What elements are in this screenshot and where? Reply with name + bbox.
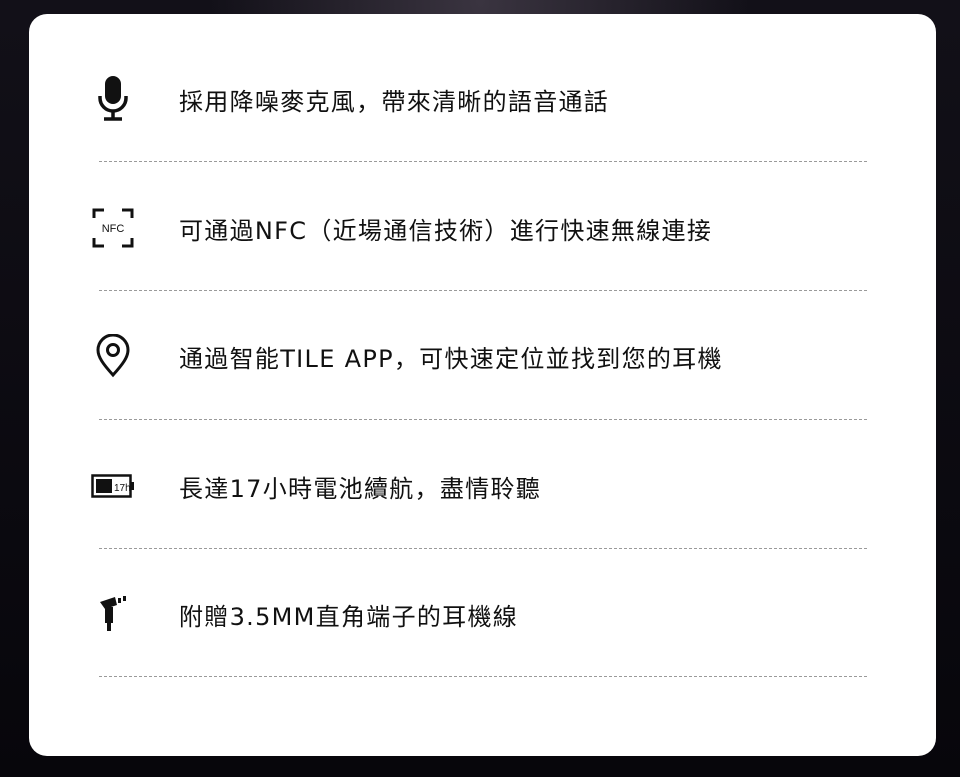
feature-text: 附贈3.5MM直角端子的耳機線: [179, 602, 519, 631]
audio-jack-icon: [91, 592, 135, 636]
row-divider: [99, 290, 867, 291]
battery-icon: 17h: [91, 464, 135, 508]
row-divider: [99, 548, 867, 549]
row-divider: [99, 419, 867, 420]
battery-icon-label: 17h: [114, 483, 131, 494]
nfc-icon: NFC: [91, 206, 135, 250]
microphone-icon: [91, 76, 135, 121]
feature-text: 採用降噪麥克風，帶來清晰的語音通話: [179, 87, 610, 116]
row-divider: [99, 676, 867, 677]
feature-row-location: 通過智能TILE APP，可快速定位並找到您的耳機: [91, 316, 869, 396]
feature-card: 採用降噪麥克風，帶來清晰的語音通話 NFC 可通過NFC（近場通信技術）進行快速…: [29, 14, 936, 756]
feature-row-microphone: 採用降噪麥克風，帶來清晰的語音通話: [91, 59, 869, 139]
feature-row-battery: 17h 長達17小時電池續航，盡情聆聽: [91, 446, 869, 526]
feature-row-nfc: NFC 可通過NFC（近場通信技術）進行快速無線連接: [91, 188, 869, 268]
nfc-icon-label: NFC: [102, 223, 125, 235]
feature-text: 可通過NFC（近場通信技術）進行快速無線連接: [179, 216, 713, 245]
location-pin-icon: [91, 334, 135, 378]
feature-text: 長達17小時電池續航，盡情聆聽: [179, 474, 542, 503]
feature-row-audio-jack: 附贈3.5MM直角端子的耳機線: [91, 574, 869, 654]
row-divider: [99, 161, 867, 162]
feature-text: 通過智能TILE APP，可快速定位並找到您的耳機: [179, 344, 723, 373]
